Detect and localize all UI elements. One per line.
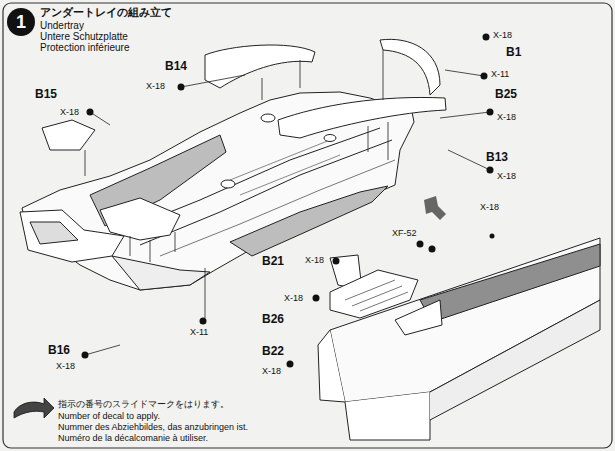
screw-code: X-18 <box>56 362 75 372</box>
screw-code: X-18 <box>146 82 165 92</box>
part-number: B15 <box>35 88 57 101</box>
screw-code: X-18 <box>480 203 499 213</box>
part-number: B22 <box>262 345 284 358</box>
screw-code: X-18 <box>305 256 324 266</box>
paint-code: XF-52 <box>392 229 417 239</box>
decal-note: Number of decal to apply. <box>58 412 160 422</box>
screw-code: X-11 <box>491 70 509 80</box>
part-number: B26 <box>262 313 284 326</box>
screw-code: X-18 <box>493 31 512 41</box>
part-number: B13 <box>486 151 508 164</box>
step-title: アンダートレイの組み立て <box>40 6 172 18</box>
decal-note: Numéro de la décalcomanie à utiliser. <box>58 434 208 444</box>
part-number: B16 <box>48 344 70 357</box>
screw-code: X-18 <box>60 108 79 118</box>
title-translation: Untere Schutzplatte <box>40 31 128 42</box>
step-number-circle: 1 <box>7 8 35 36</box>
decal-note: 指示の番号のスライドマークをはります。 <box>58 400 229 410</box>
part-number: B25 <box>495 88 517 101</box>
title-translation: Protection inférieure <box>40 42 130 53</box>
screw-code: X-18 <box>497 172 516 182</box>
title-translation: Undertray <box>40 20 84 31</box>
part-number: B1 <box>506 46 521 59</box>
screw-code: X-18 <box>497 113 516 123</box>
screw-code: X-18 <box>262 367 281 377</box>
screw-code: X-11 <box>190 328 208 338</box>
step-number: 1 <box>16 12 26 33</box>
screw-code: X-18 <box>284 294 303 304</box>
part-number: B21 <box>262 255 284 268</box>
decal-note: Nummer des Abziehbildes, das anzubringen… <box>58 423 248 433</box>
part-number: B14 <box>165 60 187 73</box>
